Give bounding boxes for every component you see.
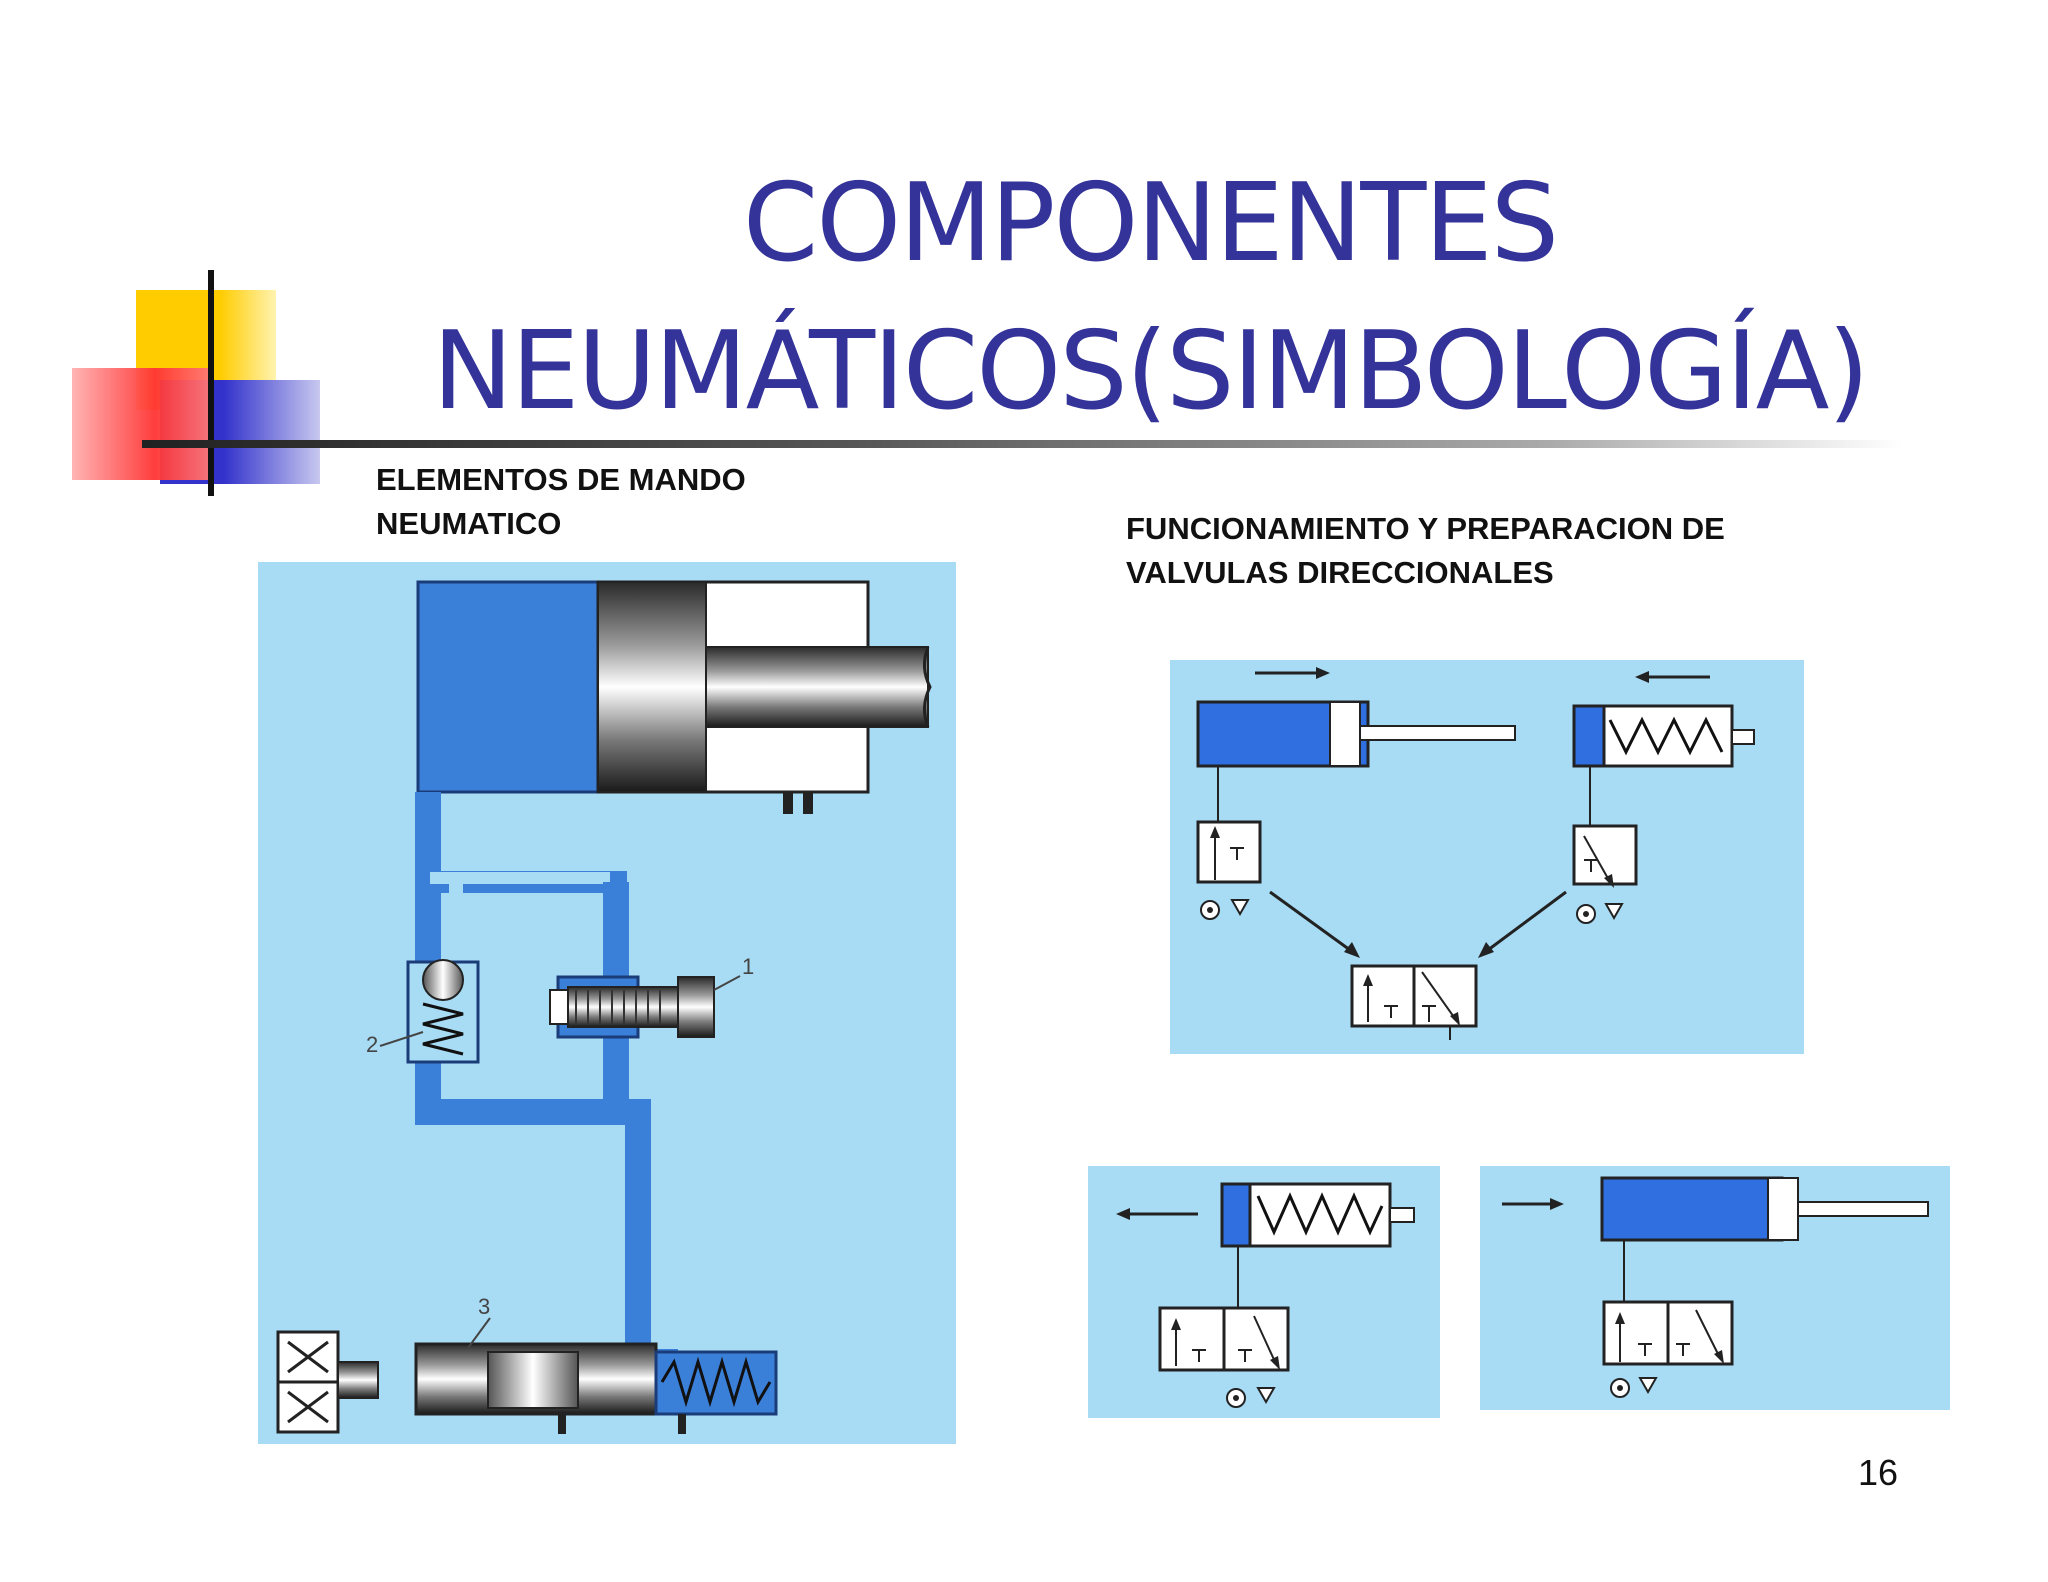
title-underline <box>142 440 1902 448</box>
part-label-3: 3 <box>478 1294 490 1319</box>
subtitle-left: ELEMENTOS DE MANDO NEUMATICO <box>376 458 746 546</box>
valve-symbol-diagram-bottom-right <box>1480 1166 1950 1410</box>
part-label-1: 1 <box>742 954 754 979</box>
deco-red-square <box>72 368 210 480</box>
title-line-2: NEUMÁTICOS(SIMBOLOGÍA) <box>432 309 1869 434</box>
subtitle-right-line-1: FUNCIONAMIENTO Y PREPARACION DE <box>1126 511 1725 546</box>
page-title: COMPONENTES NEUMÁTICOS(SIMBOLOGÍA) <box>340 150 1960 446</box>
deco-vertical-line <box>208 270 214 496</box>
subtitle-left-line-1: ELEMENTOS DE MANDO <box>376 462 746 497</box>
valve-symbol-diagram-top <box>1170 660 1804 1054</box>
valve-symbol-diagram-bottom-left <box>1088 1166 1440 1418</box>
subtitle-right: FUNCIONAMIENTO Y PREPARACION DE VALVULAS… <box>1126 507 1725 595</box>
page-number: 16 <box>1857 1452 1898 1493</box>
subtitle-left-line-2: NEUMATICO <box>376 506 562 541</box>
subtitle-right-line-2: VALVULAS DIRECCIONALES <box>1126 555 1554 590</box>
title-line-1: COMPONENTES <box>742 161 1559 286</box>
pneumatic-circuit-illustration: 2 1 3 <box>258 562 956 1444</box>
part-label-2: 2 <box>366 1032 378 1057</box>
